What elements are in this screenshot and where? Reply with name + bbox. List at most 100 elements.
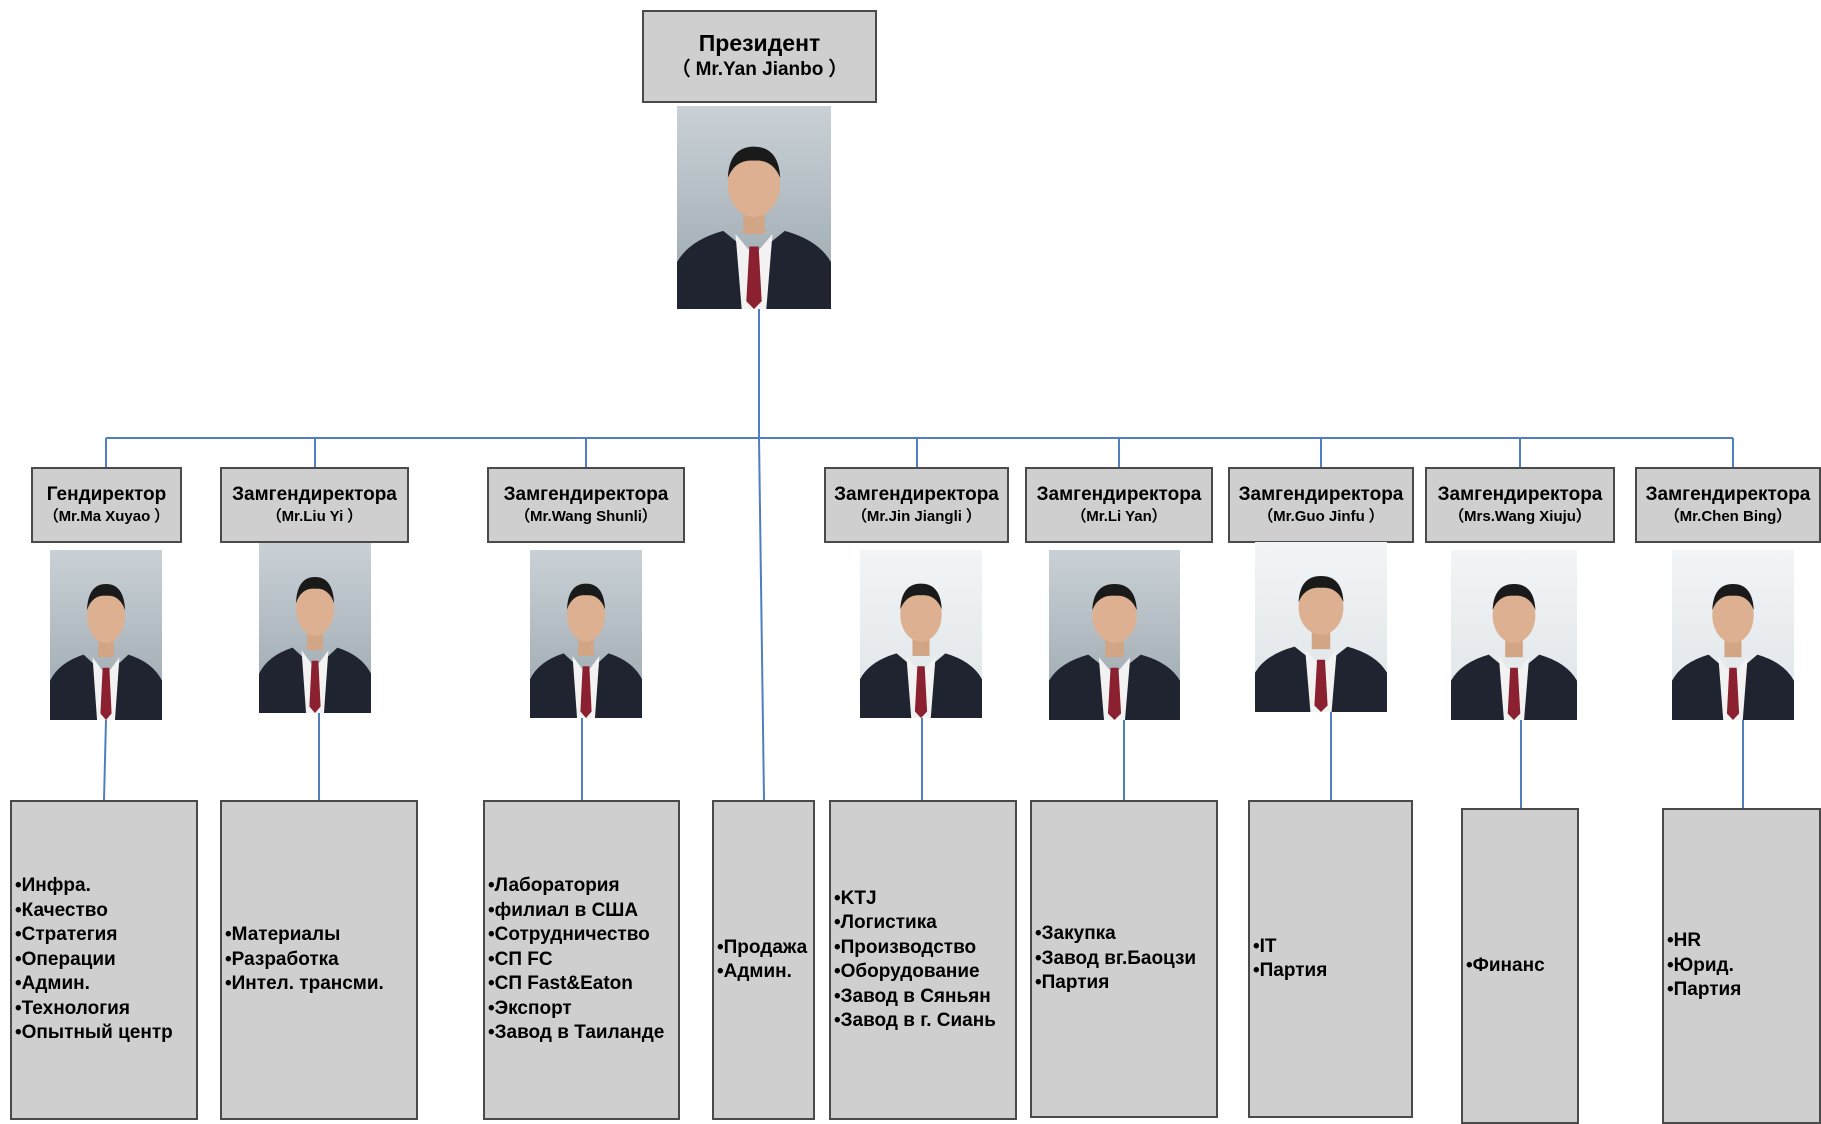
- executive-photo-3: [530, 550, 642, 718]
- executive-box-6: Замгендиректора （Mr.Guo Jinfu ）: [1228, 467, 1414, 543]
- department-list: •IT •Партия: [1253, 935, 1411, 984]
- department-list: •Финанс: [1466, 954, 1577, 979]
- executive-box-3: Замгендиректора （Mr.Wang Shunli）: [487, 467, 685, 543]
- executive-title: Гендиректор: [46, 483, 167, 505]
- department-item: •Опытный центр: [15, 1022, 173, 1044]
- executive-name: （Mr.Chen Bing）: [1664, 507, 1792, 525]
- executive-box-4: Замгендиректора （Mr.Jin Jiangli ）: [824, 467, 1009, 543]
- department-item: •Завод в Сяньян: [834, 985, 991, 1007]
- department-list: •Инфра.•Качество •Стратегия•Операции •Адми…: [15, 874, 196, 1046]
- portrait-placeholder-icon: [1672, 584, 1794, 720]
- executive-name: （Mr.Liu Yi ）: [266, 507, 363, 525]
- department-item: •Технология: [15, 997, 130, 1019]
- department-item: •филиал в США: [488, 899, 639, 921]
- portrait-placeholder-icon: [1049, 584, 1180, 720]
- department-list: •KTJ •Логистика •Производство •Оборудование…: [834, 887, 1015, 1034]
- department-item: •Качество: [15, 899, 108, 921]
- department-item: •Продажа: [717, 936, 808, 958]
- executive-photo-1: [50, 550, 162, 720]
- executive-box-5: Замгендиректора （Mr.Li Yan）: [1025, 467, 1213, 543]
- president-photo: [677, 106, 831, 309]
- department-item: •Партия: [1667, 979, 1742, 1001]
- department-item: •Разработка: [225, 948, 339, 970]
- executive-title: Замгендиректора: [1437, 483, 1603, 505]
- executive-box-7: Замгендиректора （Mrs.Wang Xiuju）: [1425, 467, 1615, 543]
- department-box-1: •Инфра.•Качество •Стратегия•Операции •Адми…: [10, 800, 198, 1120]
- department-item: •IT: [1253, 935, 1277, 957]
- department-box-9: •HR•Юрид. •Партия: [1662, 808, 1821, 1124]
- portrait-placeholder-icon: [1451, 584, 1577, 720]
- department-box-8: •Финанс: [1461, 808, 1579, 1124]
- department-list: •Закупка•Завод вг.Баоцзи •Партия: [1035, 922, 1216, 996]
- executive-title: Замгендиректора: [503, 483, 669, 505]
- department-item: •Логистика: [834, 912, 937, 933]
- department-box-7: •IT •Партия: [1248, 800, 1413, 1118]
- executive-name: （Mrs.Wang Xiuju）: [1449, 507, 1591, 525]
- executive-name: （Mr.Wang Shunli）: [515, 507, 657, 525]
- executive-name: （Mr.Li Yan）: [1071, 507, 1167, 525]
- executive-photo-8: [1672, 550, 1794, 720]
- executive-photo-2: [259, 543, 371, 713]
- department-item: •Завод вг.Баоцзи: [1035, 947, 1197, 969]
- executive-photo-5: [1049, 550, 1180, 720]
- executive-title: Замгендиректора: [1036, 483, 1202, 505]
- executive-title: Замгендиректора: [834, 483, 999, 505]
- department-item: •Материалы: [225, 924, 341, 946]
- department-list: •HR•Юрид. •Партия: [1667, 929, 1819, 1003]
- president-title: Президент: [698, 30, 821, 57]
- department-box-5: •KTJ •Логистика •Производство •Оборудование…: [829, 800, 1017, 1120]
- department-item: •СП FC: [488, 948, 553, 970]
- executive-photo-7: [1451, 550, 1577, 720]
- executive-name: （Mr.Guo Jinfu ）: [1258, 507, 1384, 525]
- department-list: •Лаборатория•филиал в США •Сотрудничество…: [488, 874, 678, 1046]
- department-box-6: •Закупка•Завод вг.Баоцзи •Партия: [1030, 800, 1218, 1118]
- department-item: •Инфра.: [15, 875, 91, 897]
- executive-photo-4: [860, 550, 982, 718]
- department-item: •Операции: [15, 948, 116, 970]
- portrait-placeholder-icon: [50, 584, 162, 720]
- department-item: •Партия: [1253, 960, 1328, 981]
- portrait-placeholder-icon: [530, 583, 642, 718]
- president-box: Президент （ Mr.Yan Jianbo ）: [642, 10, 877, 103]
- department-item: •KTJ: [834, 887, 877, 909]
- department-box-2: •Материалы•Разработка •Интел. трансми.: [220, 800, 418, 1120]
- department-item: •Экспорт: [488, 997, 572, 1019]
- department-item: •СП Fast&Eaton: [488, 973, 633, 995]
- department-box-3: •Лаборатория•филиал в США •Сотрудничество…: [483, 800, 680, 1120]
- executive-photo-6: [1255, 542, 1387, 712]
- executive-box-8: Замгендиректора （Mr.Chen Bing）: [1635, 467, 1821, 543]
- department-item: •Интел. трансми.: [225, 973, 384, 995]
- executive-box-1: Гендиректор （Mr.Ma Xuyao ）: [31, 467, 182, 543]
- executive-title: Замгендиректора: [1238, 483, 1404, 505]
- department-item: •Сотрудничество: [488, 924, 650, 946]
- department-list: •Продажа •Админ.: [717, 936, 813, 985]
- executive-name: （Mr.Jin Jiangli ）: [851, 507, 982, 525]
- department-item: •Закупка: [1035, 923, 1116, 945]
- department-item: •Финанс: [1466, 954, 1545, 976]
- department-item: •Админ.: [15, 973, 90, 995]
- executive-title: Замгендиректора: [1645, 483, 1811, 505]
- department-item: •Оборудование: [834, 961, 980, 982]
- department-item: •Завод в г. Сиань: [834, 1010, 996, 1031]
- executive-title: Замгендиректора: [232, 483, 397, 505]
- department-item: •Партия: [1035, 972, 1110, 994]
- department-item: •Юрид.: [1667, 954, 1734, 976]
- department-item: •Завод в Таиланде: [488, 1022, 665, 1044]
- president-name: （ Mr.Yan Jianbo ）: [671, 58, 848, 80]
- portrait-placeholder-icon: [677, 146, 831, 309]
- connector-line: [103, 719, 107, 801]
- department-item: •Лаборатория: [488, 875, 620, 897]
- portrait-placeholder-icon: [860, 583, 982, 718]
- department-box-4: •Продажа •Админ.: [712, 800, 815, 1120]
- executive-box-2: Замгендиректора （Mr.Liu Yi ）: [220, 467, 409, 543]
- portrait-placeholder-icon: [259, 577, 371, 713]
- department-item: •Производство: [834, 936, 977, 958]
- department-item: •Стратегия: [15, 924, 118, 946]
- executive-name: （Mr.Ma Xuyao ）: [43, 507, 170, 525]
- department-item: •Админ.: [717, 961, 792, 982]
- department-list: •Материалы•Разработка •Интел. трансми.: [225, 923, 416, 997]
- portrait-placeholder-icon: [1255, 576, 1387, 712]
- connector-line: [758, 437, 765, 801]
- department-item: •HR: [1667, 930, 1702, 952]
